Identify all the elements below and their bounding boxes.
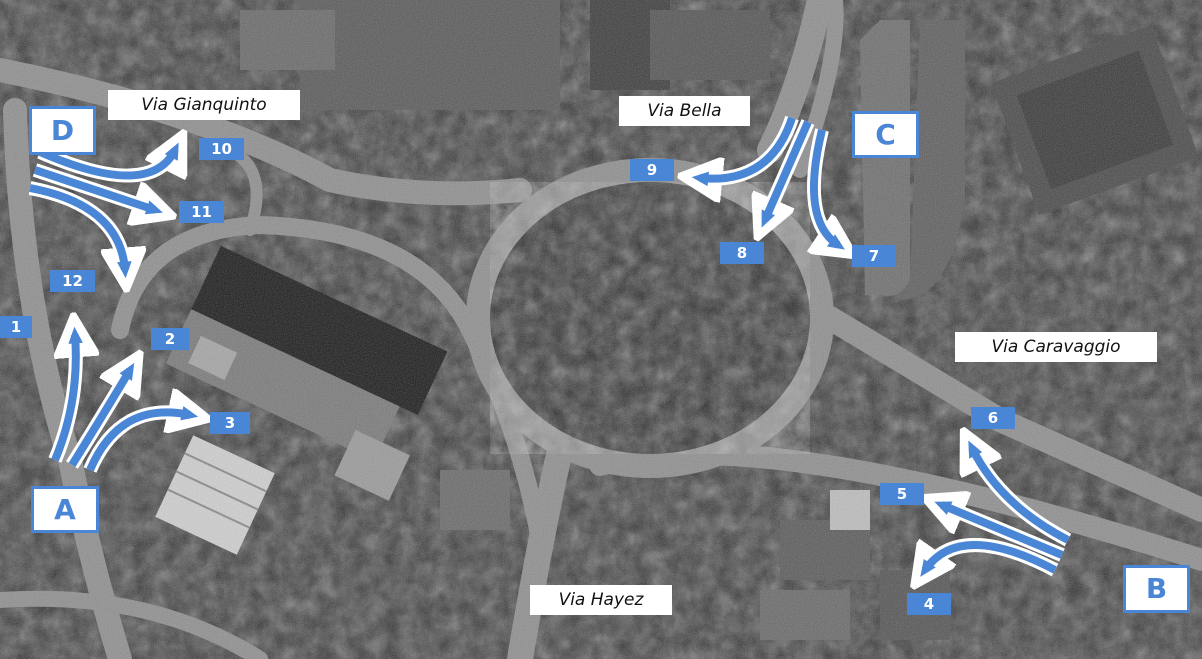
movement-4-label: 4 bbox=[907, 593, 951, 615]
street-label-caravaggio: Via Caravaggio bbox=[955, 332, 1157, 362]
street-label-hayez: Via Hayez bbox=[530, 585, 672, 615]
movement-9-label: 9 bbox=[630, 159, 674, 181]
movement-3-label: 3 bbox=[210, 412, 250, 434]
approach-d-box: D bbox=[29, 106, 96, 155]
approach-c-box: C bbox=[852, 111, 919, 158]
movement-8-label: 8 bbox=[720, 242, 764, 264]
approach-b-box: B bbox=[1123, 565, 1190, 613]
movement-1-label: 1 bbox=[0, 316, 32, 338]
street-label-bella: Via Bella bbox=[619, 96, 750, 126]
movement-10-label: 10 bbox=[199, 138, 244, 160]
movement-11-label: 11 bbox=[179, 201, 224, 223]
street-label-gianquinto: Via Gianquinto bbox=[108, 90, 300, 120]
approach-a-box: A bbox=[31, 486, 99, 533]
movement-2-label: 2 bbox=[151, 328, 189, 350]
movement-5-label: 5 bbox=[880, 483, 924, 505]
movement-7-label: 7 bbox=[852, 245, 896, 267]
movement-6-label: 6 bbox=[971, 407, 1015, 429]
movement-12-label: 12 bbox=[50, 270, 95, 292]
